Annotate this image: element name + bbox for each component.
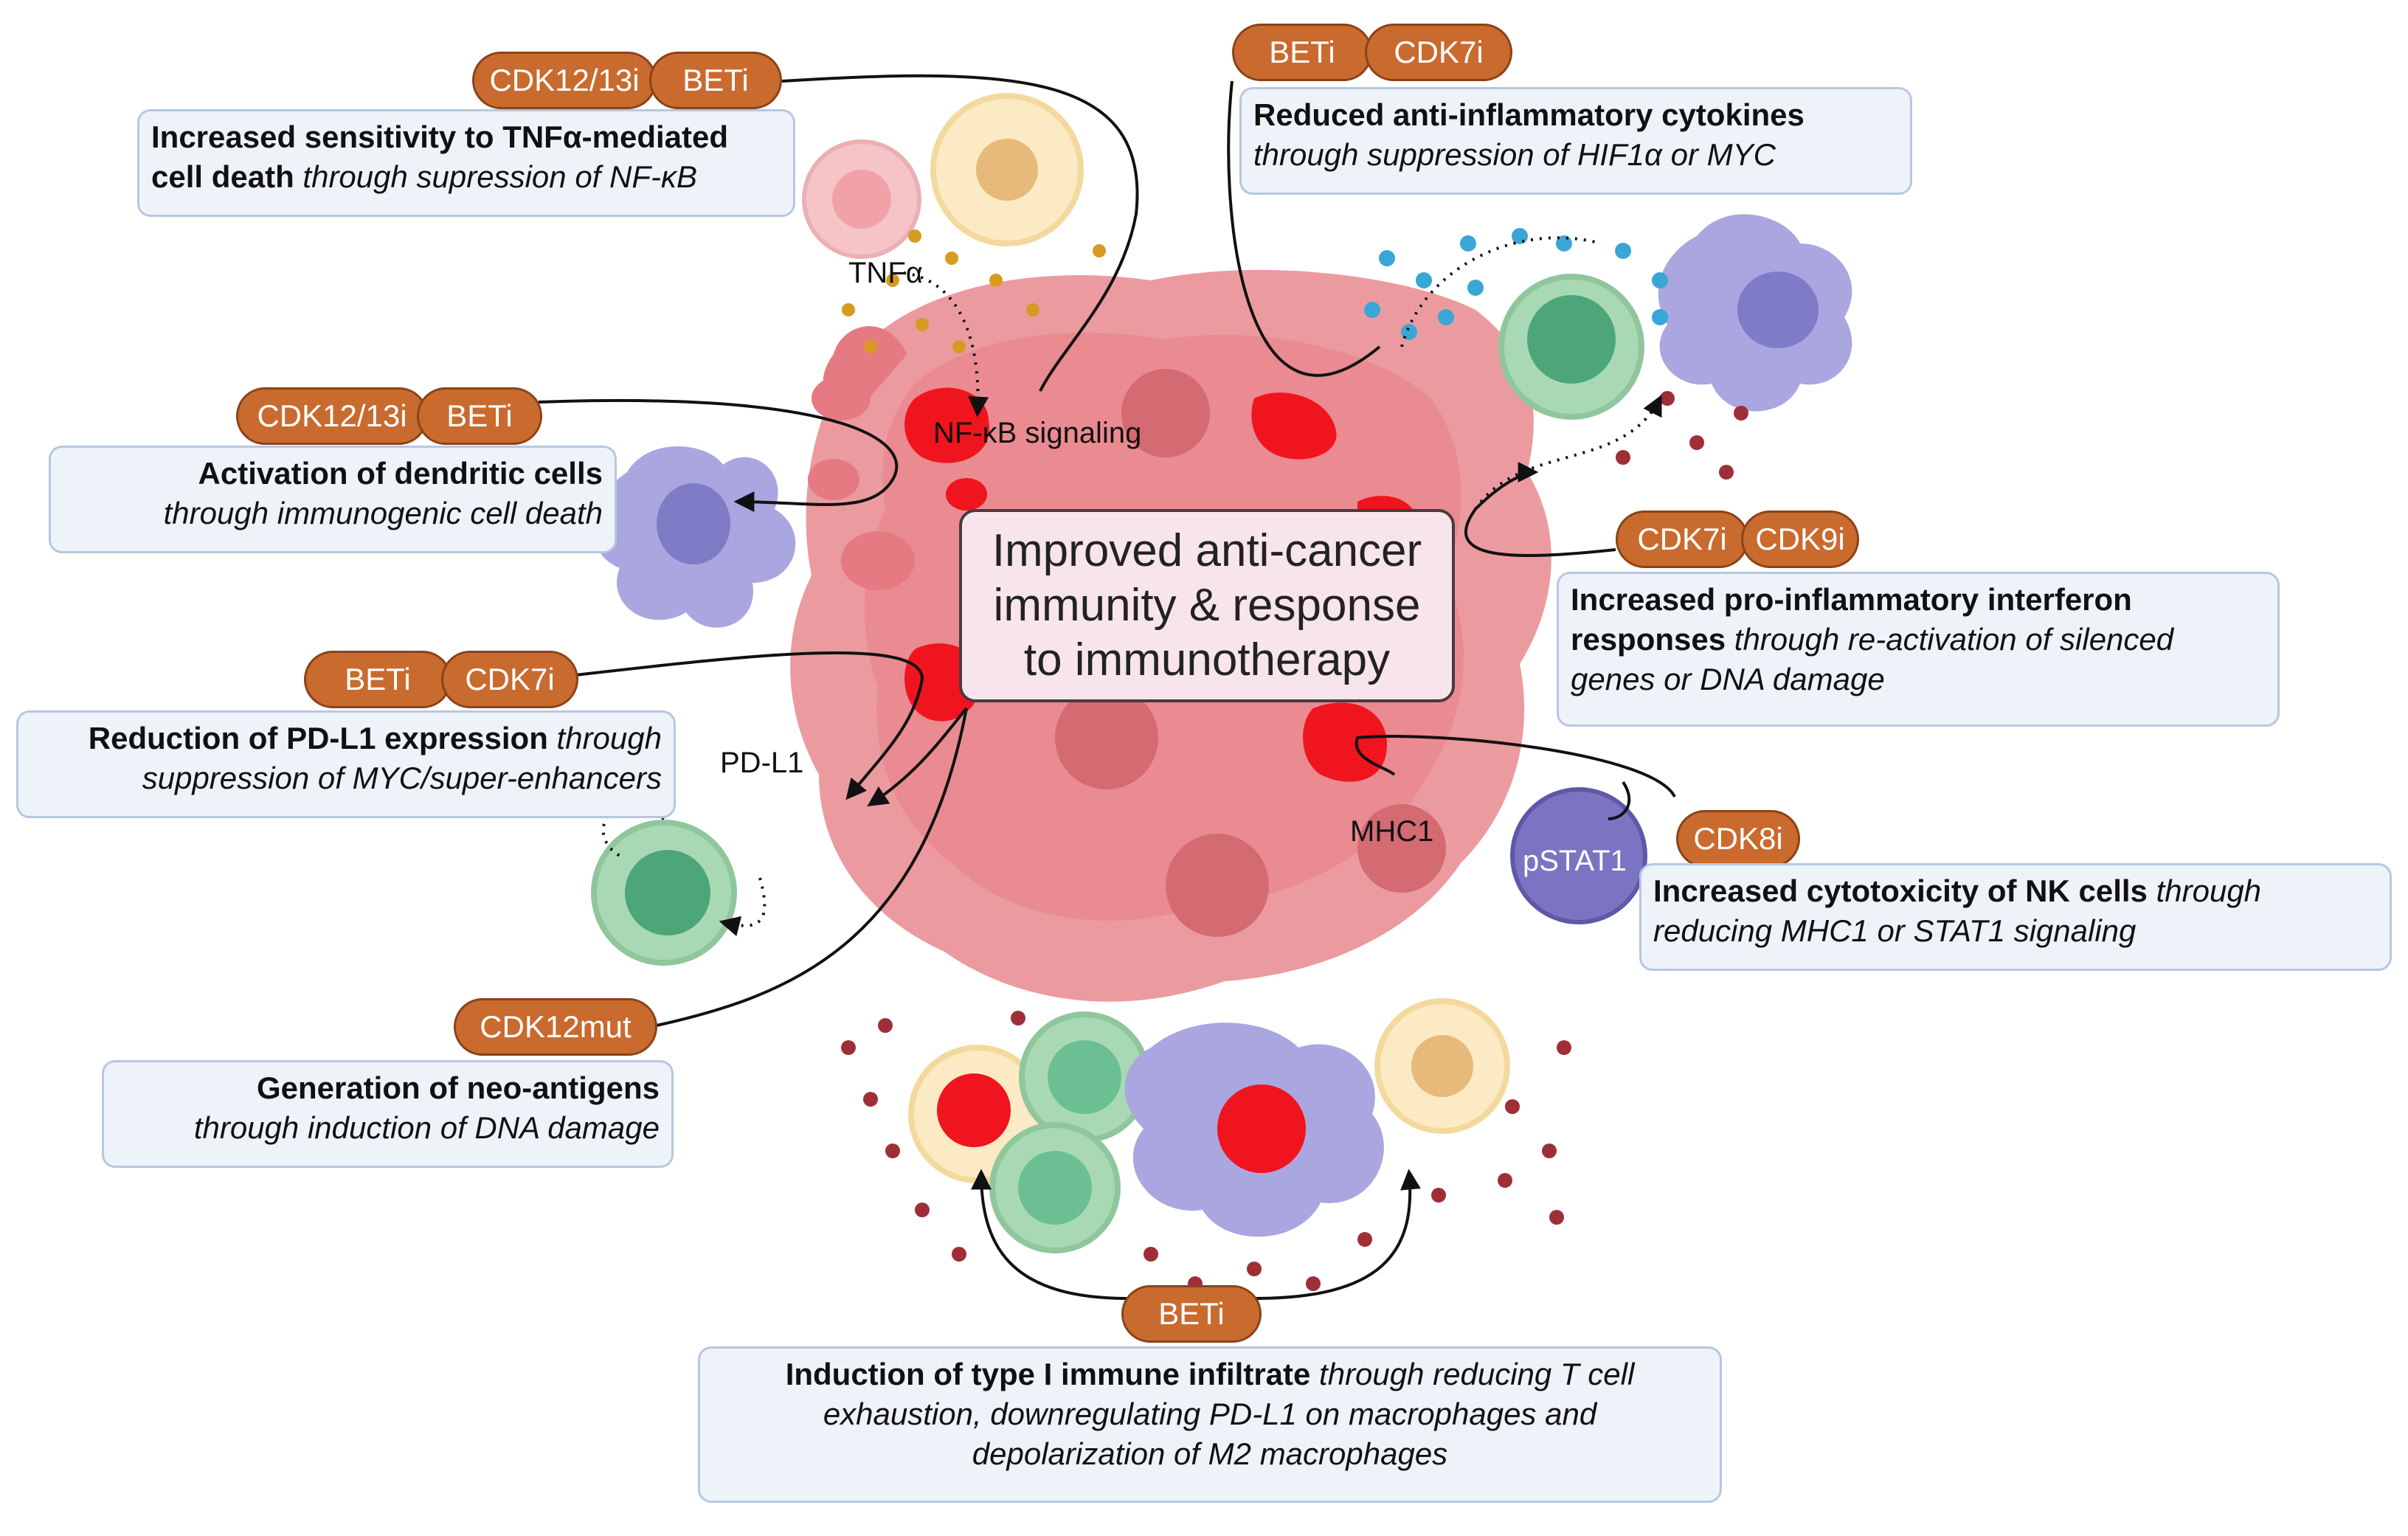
pill-cdk9i-ifn: CDK9i [1741,511,1859,568]
dendritic-cell-left [592,446,796,628]
box-neo-bold: Generation of neo-antigens [256,1070,660,1105]
bottom-infiltrate [841,391,1748,1291]
nucleus [1166,834,1269,937]
pill-beti-pdl1: BETi [304,651,452,708]
box-pdl1-bold: Reduction of PD-L1 expression [88,721,548,755]
box-nk-cells: Increased cytotoxicity of NK cells throu… [1639,863,2392,971]
box-infiltrate-bold: Induction of type I immune infiltrate [785,1357,1311,1391]
nucleus [1055,686,1158,789]
box-cytokines-italic: through suppression of HIF1α or MYC [1253,137,1776,172]
pill-beti-dc: BETi [417,387,542,445]
label-mhc1: MHC1 [1350,815,1434,848]
t-cell-lower-left [591,820,737,966]
pill-cdk12mut: CDK12mut [454,998,657,1056]
box-pdl1-italic: through [556,721,662,755]
box-neo-antigens: Generation of neo-antigens through induc… [102,1060,674,1168]
box-tnf-sensitivity: Increased sensitivity to TNFα-mediated c… [137,109,795,217]
pill-cdk7i-topright: CDK7i [1365,24,1512,81]
box-infiltrate-italic: through reducing T cell [1319,1357,1635,1391]
box-pdl1: Reduction of PD-L1 expression through su… [16,710,676,818]
center-line-1: Improved anti-cancer [992,525,1422,576]
label-tnfa: TNFα [848,257,923,289]
label-pdl1: PD-L1 [720,747,804,779]
t-cell-top-right [1364,228,1668,420]
label-nfkb: NF-κB signaling [933,417,1142,449]
box-infiltrate-italic3: depolarization of M2 macrophages [972,1436,1448,1471]
center-outcome-box: Improved anti-cancer immunity & response… [959,509,1455,702]
pill-cdk7i-pdl1: CDK7i [441,651,578,708]
box-interferon-bold: Increased pro-inflammatory interferon [1571,582,2132,617]
box-nk-italic: through [2156,873,2262,908]
pill-cdk1213i-dc: CDK12/13i [236,387,428,445]
box-neo-italic: through induction of DNA damage [193,1110,660,1145]
connectors [538,74,1676,1300]
box-nk-italic2: reducing MHC1 or STAT1 signaling [1653,913,2137,948]
nucleus [1121,369,1210,457]
nucleus [1357,804,1446,893]
box-dendritic-bold: Activation of dendritic cells [198,456,603,491]
box-cytokines-bold: Reduced anti-inflammatory cytokines [1253,97,1805,132]
box-infiltrate-italic2: exhaustion, downregulating PD-L1 on macr… [823,1397,1597,1431]
box-dendritic: Activation of dendritic cells through im… [49,446,617,553]
box-interferon-italic: through re-activation of silenced [1734,622,2174,657]
box-tnf-bold2: cell death [151,159,294,194]
box-interferon-italic2: genes or DNA damage [1571,662,1885,696]
box-nk-bold: Increased cytotoxicity of NK cells [1653,873,2148,908]
pill-beti-topright: BETi [1232,24,1372,81]
pill-cdk7i-ifn: CDK7i [1616,511,1748,568]
dendritic-cell-right [1658,214,1852,412]
box-dendritic-italic: through immunogenic cell death [163,496,603,530]
pill-beti-bottom: BETi [1121,1285,1262,1343]
box-pdl1-italic2: suppression of MYC/super-enhancers [142,761,662,795]
pill-cdk8i: CDK8i [1676,810,1800,868]
box-immune-infiltrate: Induction of type I immune infiltrate th… [698,1346,1722,1503]
box-interferon-bold2: responses [1571,622,1726,657]
label-pstat1: pSTAT1 [1523,845,1627,877]
box-interferon: Increased pro-inflammatory interferon re… [1557,572,2280,727]
pill-beti-top: BETi [649,52,782,109]
top-left-cells [802,93,1106,353]
center-line-3: to immunotherapy [1023,634,1391,685]
box-tnf-italic: through supression of NF-κB [302,159,697,194]
box-tnf-bold: Increased sensitivity to TNFα-mediated [151,120,729,154]
center-line-2: immunity & response [993,580,1421,631]
pill-cdk1213i-top: CDK12/13i [472,52,657,109]
dotted-connectors [601,236,1662,937]
nk-cell [1510,787,1647,924]
box-cytokines: Reduced anti-inflammatory cytokines thro… [1239,87,1912,195]
